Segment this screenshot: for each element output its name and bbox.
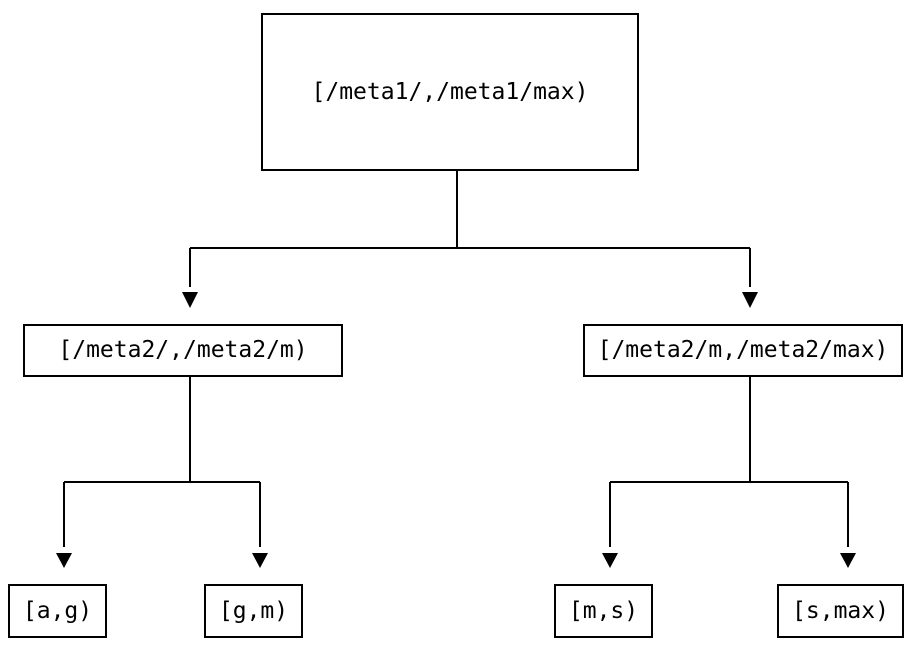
arrowhead-to-leaf-smax-icon xyxy=(840,553,856,568)
arrowhead-to-right-node-icon xyxy=(742,292,758,308)
node-leaf-ms: [m,s) xyxy=(554,584,653,638)
arrowhead-to-leaf-ag-icon xyxy=(56,553,72,568)
node-leaf-ag: [a,g) xyxy=(8,584,107,638)
node-leaf-gm-label: [g,m) xyxy=(218,597,289,624)
node-leaf-ag-label: [a,g) xyxy=(22,597,93,624)
node-right-range: [/meta2/m,/meta2/max) xyxy=(583,324,903,377)
node-right-label: [/meta2/m,/meta2/max) xyxy=(597,337,889,363)
arrowhead-to-leaf-ms-icon xyxy=(602,553,618,568)
node-leaf-ms-label: [m,s) xyxy=(568,597,639,624)
node-leaf-gm: [g,m) xyxy=(204,584,303,638)
node-leaf-smax-label: [s,max) xyxy=(792,597,889,624)
arrowhead-to-left-node-icon xyxy=(182,292,198,308)
node-left-label: [/meta2/,/meta2/m) xyxy=(58,337,308,363)
node-root-range: [/meta1/,/meta1/max) xyxy=(261,13,639,171)
node-leaf-smax: [s,max) xyxy=(777,584,904,638)
node-left-range: [/meta2/,/meta2/m) xyxy=(23,324,343,377)
edge-lines xyxy=(63,171,849,547)
node-root-label: [/meta1/,/meta1/max) xyxy=(311,78,589,105)
arrowhead-to-leaf-gm-icon xyxy=(252,553,268,568)
